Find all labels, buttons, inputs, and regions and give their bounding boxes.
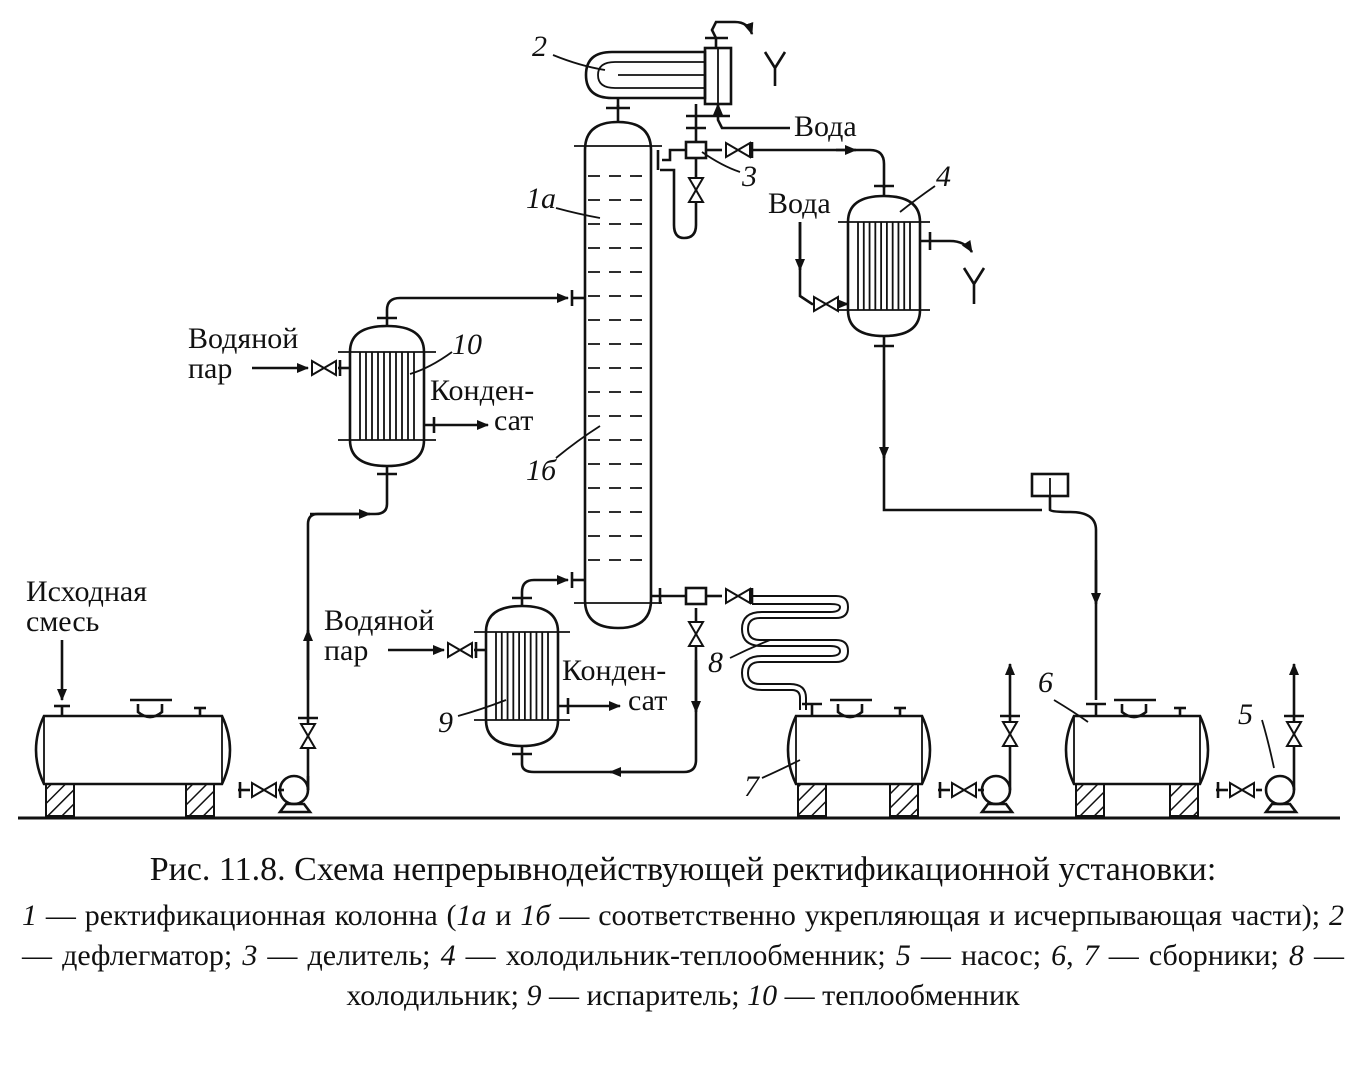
leader-lines bbox=[409, 54, 1275, 779]
legend-text: — дефлегматор; bbox=[22, 939, 243, 972]
label-7: 7 bbox=[744, 770, 761, 803]
label-voda-top: Вода bbox=[794, 110, 857, 143]
label-4: 4 bbox=[936, 160, 951, 193]
legend-number: 1 bbox=[22, 899, 37, 932]
heat-exchanger bbox=[252, 290, 585, 790]
feed-tank bbox=[34, 640, 284, 817]
dephlegmator bbox=[584, 20, 790, 142]
bottoms-cooler bbox=[651, 586, 850, 710]
label-9: 9 bbox=[438, 706, 453, 739]
evaporator bbox=[388, 572, 701, 777]
legend-text: — соответственно укрепляющая и исчерпыва… bbox=[550, 899, 1329, 932]
divider bbox=[656, 140, 886, 240]
label-1a: 1а bbox=[526, 182, 556, 215]
legend-text: — теплообменник bbox=[777, 979, 1020, 1012]
cooler-heat-exchanger bbox=[795, 184, 1042, 512]
feed-pump bbox=[277, 774, 313, 814]
legend-text: , bbox=[1066, 939, 1084, 972]
caption-title: Рис. 11.8. Схема непрерывнодействующей р… bbox=[149, 851, 1217, 888]
legend-number: 4 bbox=[440, 939, 456, 972]
label-condensate-9: Конден-сат bbox=[562, 654, 667, 717]
label-5: 5 bbox=[1238, 698, 1253, 731]
legend-number: 5 bbox=[895, 939, 911, 972]
legend-number: 9 bbox=[526, 979, 542, 1012]
legend-number: 10 bbox=[747, 979, 778, 1012]
legend-number: 1а bbox=[456, 899, 487, 932]
legend-text: и bbox=[486, 899, 521, 932]
legend-number: 6 bbox=[1051, 939, 1067, 972]
label-1b: 1б bbox=[526, 454, 557, 487]
legend-number: 1б bbox=[520, 899, 551, 932]
pump-7 bbox=[979, 663, 1020, 814]
legend-text: — холодильник-теплообменник; bbox=[455, 939, 896, 972]
legend-text: — испаритель; bbox=[541, 979, 748, 1012]
label-6: 6 bbox=[1038, 666, 1053, 699]
legend-text: — делитель; bbox=[257, 939, 441, 972]
legend-number: 3 bbox=[242, 939, 258, 972]
label-3: 3 bbox=[741, 160, 757, 193]
legend-number: 8 bbox=[1288, 939, 1304, 972]
tank-6 bbox=[1064, 698, 1262, 817]
legend-text: — насос; bbox=[910, 939, 1052, 972]
label-2: 2 bbox=[532, 30, 547, 63]
label-voda-mid: Вода bbox=[768, 187, 831, 220]
legend-number: 7 bbox=[1083, 939, 1099, 972]
label-8: 8 bbox=[708, 646, 723, 679]
sight-glass bbox=[1030, 472, 1101, 700]
caption-legend: 1 — ректификационная колонна (1а и 1б — … bbox=[22, 896, 1344, 1016]
label-condensate-10: Конден-сат bbox=[430, 374, 534, 437]
legend-text: — ректификационная колонна ( bbox=[37, 899, 457, 932]
tank-7 bbox=[786, 698, 984, 817]
legend-text: — холодильник; bbox=[346, 939, 1344, 1012]
legend-text: — сборники; bbox=[1098, 939, 1289, 972]
figure-caption: Рис. 11.8. Схема непрерывнодействующей р… bbox=[0, 848, 1366, 1016]
pump-5 bbox=[1263, 663, 1304, 814]
label-10: 10 bbox=[452, 328, 482, 361]
rectification-column bbox=[574, 105, 662, 630]
legend-number: 2 bbox=[1329, 899, 1344, 932]
